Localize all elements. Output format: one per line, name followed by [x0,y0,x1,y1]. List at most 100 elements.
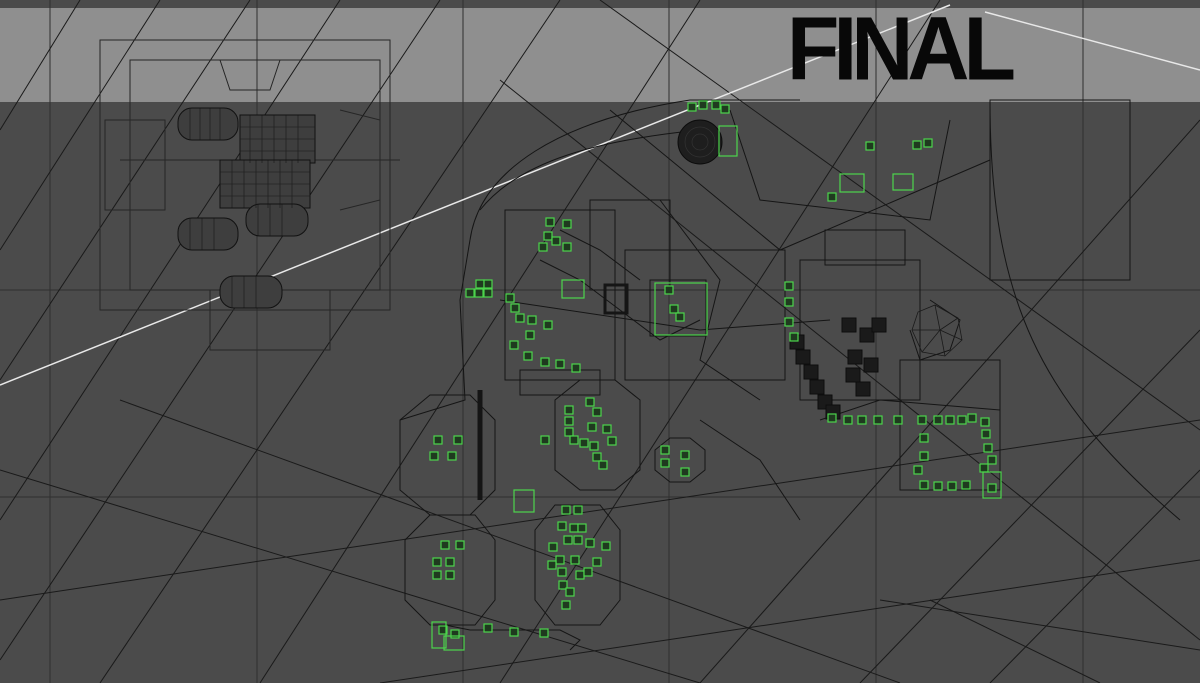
entity-marker[interactable] [564,416,574,426]
entity-marker[interactable] [575,570,585,580]
entity-marker[interactable] [523,351,533,361]
entity-marker[interactable] [827,413,837,423]
entity-marker[interactable] [545,217,555,227]
entity-marker[interactable] [784,281,794,291]
entity-marker[interactable] [563,535,573,545]
entity-marker[interactable] [687,102,697,112]
entity-marker[interactable] [589,441,599,451]
entity-marker[interactable] [429,451,439,461]
entity-marker[interactable] [585,538,595,548]
entity-marker[interactable] [483,288,493,298]
entity-marker[interactable] [555,555,565,565]
entity-marker[interactable] [538,242,548,252]
entity-marker[interactable] [564,427,574,437]
entity-marker[interactable] [569,435,579,445]
entity-marker[interactable] [981,429,991,439]
entity-marker[interactable] [564,405,574,415]
entity-marker[interactable] [515,313,525,323]
selection-box[interactable] [718,125,738,157]
entity-marker[interactable] [475,279,485,289]
entity-marker[interactable] [865,141,875,151]
entity-marker[interactable] [983,443,993,453]
entity-marker[interactable] [827,192,837,202]
entity-marker[interactable] [933,415,943,425]
entity-marker[interactable] [558,580,568,590]
entity-marker[interactable] [607,436,617,446]
selection-box[interactable] [431,621,447,649]
entity-marker[interactable] [455,540,465,550]
entity-marker[interactable] [933,481,943,491]
entity-marker[interactable] [509,340,519,350]
entity-marker[interactable] [540,435,550,445]
entity-marker[interactable] [571,363,581,373]
entity-marker[interactable] [561,505,571,515]
entity-marker[interactable] [601,541,611,551]
entity-marker[interactable] [447,451,457,461]
entity-marker[interactable] [784,297,794,307]
entity-marker[interactable] [543,320,553,330]
entity-marker[interactable] [474,288,484,298]
entity-marker[interactable] [680,467,690,477]
entity-marker[interactable] [433,435,443,445]
entity-marker[interactable] [561,600,571,610]
entity-marker[interactable] [557,567,567,577]
entity-marker[interactable] [483,279,493,289]
entity-marker[interactable] [711,100,721,110]
entity-marker[interactable] [912,140,922,150]
entity-marker[interactable] [445,570,455,580]
entity-marker[interactable] [947,481,957,491]
entity-marker[interactable] [577,523,587,533]
entity-marker[interactable] [547,560,557,570]
entity-marker[interactable] [450,629,460,639]
entity-marker[interactable] [592,407,602,417]
entity-marker[interactable] [548,542,558,552]
entity-marker[interactable] [873,415,883,425]
entity-marker[interactable] [585,397,595,407]
entity-marker[interactable] [432,570,442,580]
entity-marker[interactable] [789,332,799,342]
entity-marker[interactable] [987,455,997,465]
selection-box[interactable] [561,279,585,299]
entity-marker[interactable] [583,567,593,577]
selection-box[interactable] [839,173,865,193]
selection-box[interactable] [654,282,708,336]
entity-marker[interactable] [465,288,475,298]
entity-marker[interactable] [669,304,679,314]
entity-marker[interactable] [432,557,442,567]
entity-marker[interactable] [843,415,853,425]
entity-marker[interactable] [565,587,575,597]
entity-marker[interactable] [551,236,561,246]
entity-marker[interactable] [557,521,567,531]
selection-box[interactable] [513,489,535,513]
entity-marker[interactable] [917,415,927,425]
entity-marker[interactable] [510,303,520,313]
entity-marker[interactable] [923,138,933,148]
entity-marker[interactable] [675,312,685,322]
entity-marker[interactable] [540,357,550,367]
entity-marker[interactable] [913,465,923,475]
entity-marker[interactable] [967,413,977,423]
entity-marker[interactable] [587,422,597,432]
entity-marker[interactable] [570,555,580,565]
entity-marker[interactable] [592,557,602,567]
entity-marker[interactable] [919,480,929,490]
entity-marker[interactable] [698,100,708,110]
entity-marker[interactable] [980,417,990,427]
entity-marker[interactable] [527,315,537,325]
entity-marker[interactable] [660,458,670,468]
entity-marker[interactable] [979,463,989,473]
entity-marker[interactable] [438,625,448,635]
entity-marker[interactable] [573,505,583,515]
entity-marker[interactable] [957,415,967,425]
entity-marker[interactable] [562,242,572,252]
entity-marker[interactable] [598,460,608,470]
entity-marker[interactable] [602,424,612,434]
entity-marker[interactable] [562,219,572,229]
entity-marker[interactable] [555,359,565,369]
entity-marker[interactable] [440,540,450,550]
entity-marker[interactable] [543,231,553,241]
entity-marker[interactable] [664,285,674,295]
selection-box[interactable] [443,635,465,651]
